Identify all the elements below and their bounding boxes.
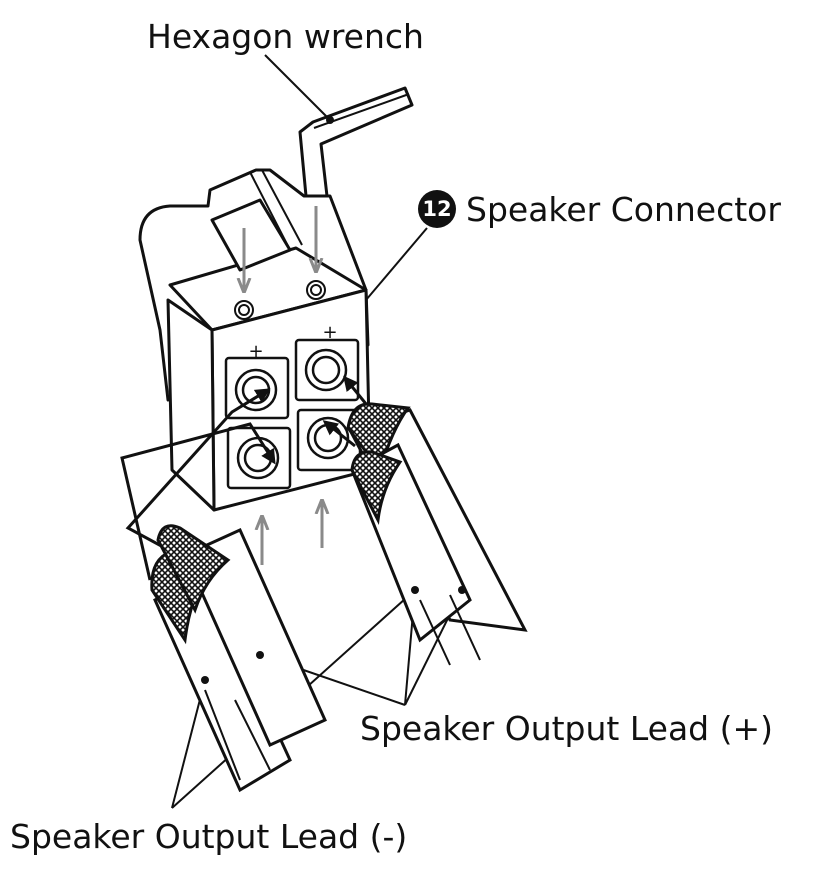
speaker-connector-label: Speaker Connector [466,189,781,229]
hexagon-wrench-label: Hexagon wrench [147,17,424,56]
leader-dots [201,116,466,684]
speaker-output-lead-minus-label: Speaker Output Lead (-) [10,817,408,856]
cable-plus [346,402,528,666]
terminal-plus-mark-left: + [248,341,263,362]
cable-minus [150,524,327,793]
speaker-output-lead-plus-label: Speaker Output Lead (+) [360,709,773,748]
terminal-plus-mark-right: + [322,322,337,343]
hexagon-wrench [298,86,414,198]
screw-holes [234,280,326,320]
speaker-connector-label-group: 12 Speaker Connector [418,190,781,228]
gray-arrows [244,206,322,565]
connector-number-badge: 12 [418,190,456,228]
